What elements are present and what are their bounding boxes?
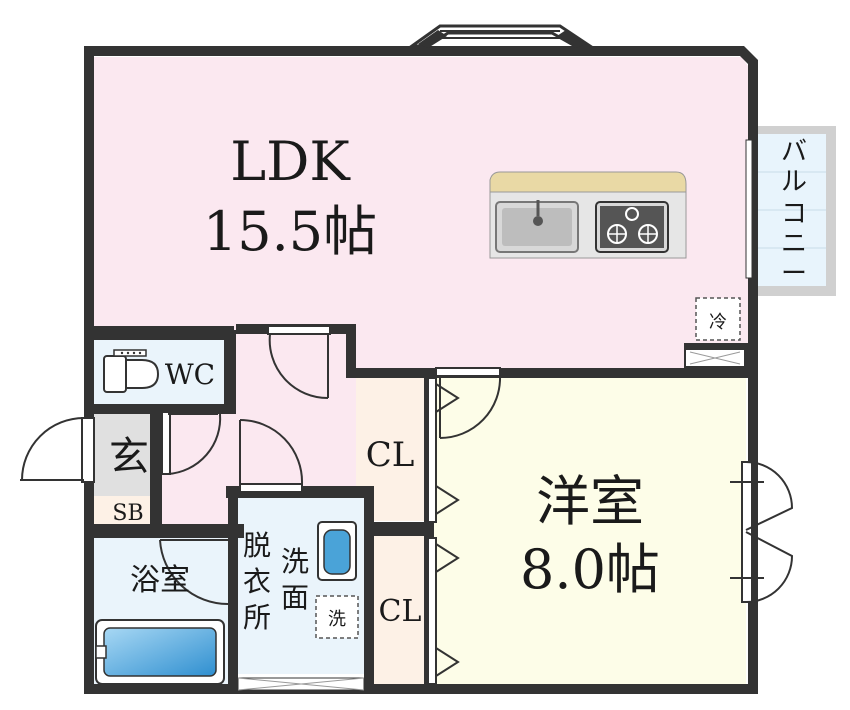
bath-label: 浴室 <box>130 563 190 598</box>
fridge-label: 冷 <box>709 312 727 333</box>
vent-icon <box>686 350 744 366</box>
dressing-char-3: 所 <box>243 601 271 634</box>
entrance-floor <box>94 412 160 496</box>
fridge-icon: 冷 <box>695 297 741 341</box>
shoebox-floor <box>94 496 160 526</box>
closet-door-icon <box>427 377 460 685</box>
closet-bottom-floor <box>373 536 428 684</box>
ldk-floor <box>94 57 748 368</box>
balcony-char-3: コ <box>781 199 807 229</box>
dressing-char-2: 衣 <box>243 565 271 598</box>
dressing-char-1: 脱 <box>243 529 271 562</box>
shoebox-label: SB <box>112 501 143 526</box>
western-size: 8.0帖 <box>520 538 660 601</box>
wc-label: WC <box>165 358 215 391</box>
toilet-icon <box>103 349 160 393</box>
door-swing-icon <box>20 325 794 606</box>
bathtub-icon <box>95 619 225 685</box>
closet-top-label: CL <box>366 435 415 475</box>
ldk-name: LDK <box>230 130 351 193</box>
balcony-char-4: ニ <box>781 229 807 259</box>
interior-walls <box>84 324 748 684</box>
western-room-floor <box>430 377 746 684</box>
entrance-label: 玄 <box>109 434 149 480</box>
washer-icon: 洗 <box>315 595 359 639</box>
balcony-grid <box>756 171 826 249</box>
closet-bottom-label: CL <box>379 594 422 629</box>
bay-window-icon <box>407 24 595 48</box>
washbasin-char-2: 面 <box>281 581 309 614</box>
western-name: 洋室 <box>536 470 644 533</box>
washbasin-char-1: 洗 <box>281 545 309 578</box>
sink-icon <box>495 200 579 253</box>
balcony-char-1: バ <box>781 137 807 167</box>
balcony-char-5: ー <box>781 259 807 289</box>
bottom-window <box>237 677 365 691</box>
kitchen-counter-icon <box>489 171 687 259</box>
washer-label: 洗 <box>328 609 346 630</box>
balcony-window <box>745 139 753 279</box>
ldk-size: 15.5帖 <box>203 200 377 263</box>
washbasin-icon <box>317 521 357 581</box>
balcony-char-2: ル <box>781 167 807 197</box>
stove-icon <box>595 201 669 253</box>
